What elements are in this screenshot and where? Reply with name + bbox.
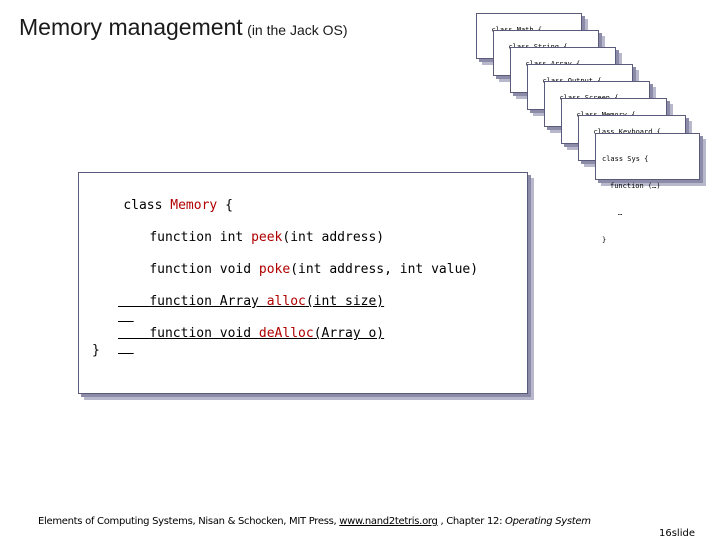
peek-signature-prefix: function int <box>149 230 252 245</box>
class-card-label: class Keyboard { <box>593 128 661 136</box>
memory-class-panel: class Memory { function int peek(int add… <box>78 172 528 394</box>
slide-number: 16slide <box>659 528 695 539</box>
sys-card-line: } <box>602 236 607 244</box>
slide-title-sub: (in the Jack OS) <box>247 22 348 38</box>
slide-title: Memory management (in the Jack OS) <box>19 14 348 41</box>
close-brace: } <box>92 343 100 358</box>
peek-function-args: (int address) <box>282 230 385 245</box>
peek-function-line: function int peek(int address) <box>118 215 384 260</box>
sys-card-line: class Sys { <box>602 155 649 163</box>
dealloc-function-args: (Array o) <box>313 326 385 341</box>
sys-card-line: function (…) <box>610 182 661 190</box>
alloc-function-line: function Array alloc(int size) <box>118 279 384 324</box>
slide-footer: Elements of Computing Systems, Nisan & S… <box>38 516 591 527</box>
keyword-class: class <box>123 198 171 213</box>
memory-class-header: class Memory { <box>92 183 233 228</box>
open-brace: { <box>217 198 233 213</box>
alloc-function-args: (int size) <box>305 294 385 309</box>
class-card-sys: class Sys { function (…) … } <box>595 133 700 244</box>
poke-function-args: (int address, int value) <box>290 262 479 277</box>
footer-citation: Elements of Computing Systems, Nisan & S… <box>38 516 340 527</box>
poke-function-line: function void poke(int address, int valu… <box>118 247 478 292</box>
footer-chapter-title: Operating System <box>505 516 591 527</box>
dealloc-signature-prefix: function void <box>149 326 259 341</box>
dealloc-function-line: function void deAlloc(Array o) <box>118 311 384 356</box>
dealloc-function-name: deAlloc <box>258 326 314 341</box>
alloc-signature-prefix: function Array <box>149 294 267 309</box>
slide-title-main: Memory management <box>19 14 243 40</box>
sys-card-line: … <box>618 209 623 217</box>
alloc-function-name: alloc <box>266 294 306 309</box>
peek-function-name: peek <box>251 230 283 245</box>
poke-function-name: poke <box>258 262 291 277</box>
footer-website-link[interactable]: www.nand2tetris.org <box>339 516 438 527</box>
poke-signature-prefix: function void <box>149 262 259 277</box>
class-name-memory: Memory <box>170 198 218 213</box>
footer-chapter-prefix: , Chapter 12: <box>437 516 506 527</box>
